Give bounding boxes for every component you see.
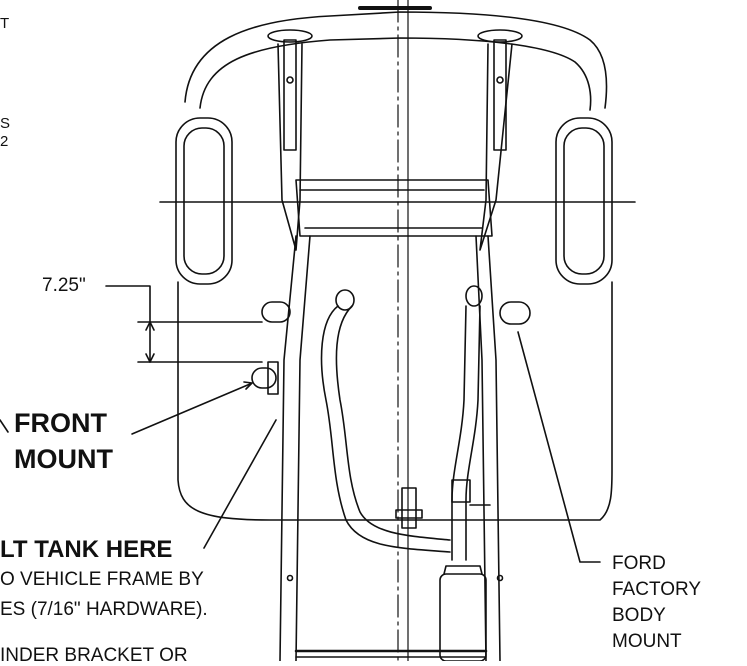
tank-leader: [203, 419, 277, 549]
ford-label-line2: FACTORY: [612, 579, 702, 600]
left-wheel: [175, 117, 233, 285]
frame-rail-left: [279, 235, 297, 662]
body-top-inner: [199, 37, 592, 111]
tank-line-3: INDER BRACKET OR: [0, 645, 188, 666]
body-top-outline: [184, 11, 608, 109]
fragment-text-mid-1: S: [0, 115, 11, 132]
tank-line-1: O VEHICLE FRAME BY: [0, 569, 204, 590]
left-pipe: [320, 305, 451, 553]
front-mount-label-line2: MOUNT: [14, 444, 113, 474]
ford-label-line1: FORD: [612, 553, 666, 574]
tank-line-2: ES (7/16" HARDWARE).: [0, 599, 208, 620]
front-mount-leader: [131, 383, 251, 435]
right-pipe: [451, 305, 467, 561]
fragment-text-mid-2: 2: [0, 133, 9, 150]
fragment-text-top: T: [0, 15, 10, 32]
front-crossmember: [295, 179, 493, 237]
tank-heading: LT TANK HERE: [0, 536, 173, 563]
dimension-label: 7.25": [42, 275, 86, 296]
front-mount-label-line1: FRONT: [14, 408, 107, 438]
frame-rail-right: [487, 235, 501, 662]
ford-mount-leader: [517, 331, 601, 563]
ford-label-line4: MOUNT: [612, 631, 682, 652]
dimension-leader: [105, 285, 151, 323]
ford-label-line3: BODY: [612, 605, 666, 626]
air-tank: [439, 573, 487, 662]
right-wheel: [555, 117, 613, 285]
body-side-left: [177, 281, 613, 521]
